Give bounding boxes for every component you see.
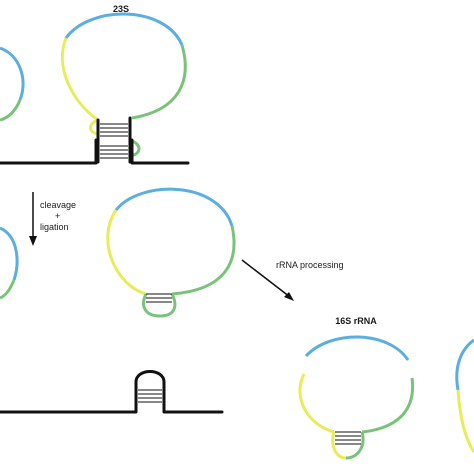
cleavage-arrow bbox=[29, 192, 37, 246]
top-title-label: 23S bbox=[113, 4, 129, 14]
top-strand bbox=[0, 138, 190, 165]
cleavage-label-line1: cleavage bbox=[40, 200, 76, 210]
processing-arrow bbox=[241, 259, 294, 301]
bottom-right-partial-loop bbox=[455, 338, 474, 453]
bottom-16s-loop bbox=[298, 335, 415, 460]
bottom-title-label: 16S rRNA bbox=[335, 316, 377, 326]
bottom-strand-with-stem bbox=[0, 370, 224, 414]
middle-ligated-loop bbox=[106, 187, 236, 318]
cleavage-label-line3: ligation bbox=[40, 222, 69, 232]
processing-label: rRNA processing bbox=[276, 260, 344, 270]
cleavage-label-line2: + bbox=[55, 211, 60, 221]
top-left-partial-loop bbox=[0, 46, 25, 122]
middle-left-partial-loop bbox=[0, 226, 19, 300]
top-23s-loop bbox=[61, 12, 187, 164]
